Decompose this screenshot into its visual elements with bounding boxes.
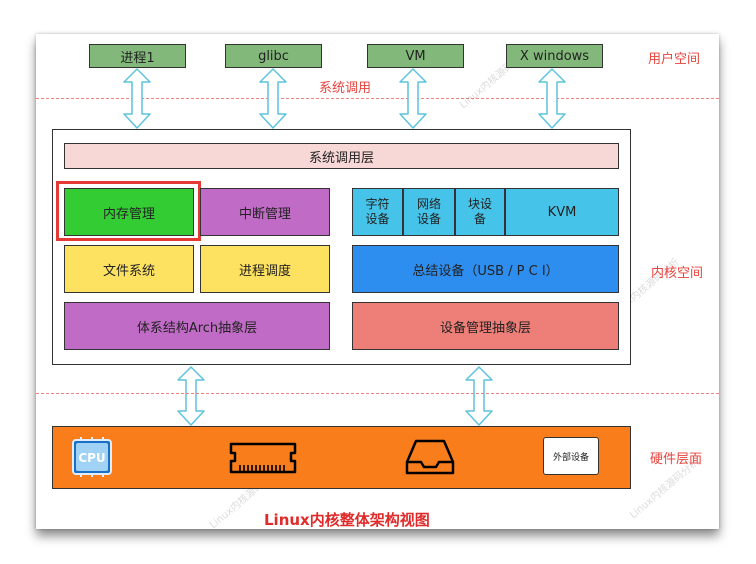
cpu-icon: CPU: [70, 437, 114, 477]
net-device-box: 网络 设备: [403, 188, 455, 236]
double-arrow-icon: [538, 68, 566, 129]
double-arrow-icon: [123, 68, 151, 129]
memory-management-box: 内存管理: [64, 188, 194, 236]
device-management-box: 设备管理抽象层: [352, 302, 619, 350]
memory-module-icon: [228, 441, 298, 475]
user-space-label: 用户空间: [648, 52, 701, 67]
user-box-vm: VM: [367, 44, 464, 68]
bus-device-box: 总结设备（USB / P C I）: [352, 245, 619, 293]
kernel-space-label: 内核空间: [651, 266, 704, 281]
process-scheduler-box: 进程调度: [200, 245, 330, 293]
filesystem-box: 文件系统: [64, 245, 194, 293]
kvm-box: KVM: [505, 188, 619, 236]
char-device-box: 字符 设备: [352, 188, 403, 236]
kernel-hardware-divider: [36, 393, 719, 394]
double-arrow-icon: [399, 68, 427, 129]
memory-highlight-frame: [56, 181, 201, 241]
user-box-xwindows: X windows: [506, 44, 603, 68]
syscall-layer-box: 系统调用层: [64, 143, 619, 169]
diagram-title: Linux内核整体架构视图: [264, 511, 430, 529]
interrupt-management-box: 中断管理: [200, 188, 330, 236]
external-device-box: 外部设备: [543, 437, 599, 475]
double-arrow-icon: [259, 68, 287, 129]
cpu-label: CPU: [78, 451, 105, 465]
double-arrow-icon: [177, 366, 205, 426]
hardware-label: 硬件层面: [650, 452, 703, 467]
arch-abstraction-box: 体系结构Arch抽象层: [64, 302, 330, 350]
user-box-glibc: glibc: [225, 44, 322, 68]
user-box-process: 进程1: [89, 44, 186, 68]
block-device-box: 块设 备: [455, 188, 505, 236]
user-kernel-divider: [36, 98, 719, 99]
disk-tray-icon: [404, 438, 456, 476]
hardware-bar: [52, 426, 631, 489]
double-arrow-icon: [465, 366, 493, 426]
syscall-label: 系统调用: [319, 81, 372, 96]
